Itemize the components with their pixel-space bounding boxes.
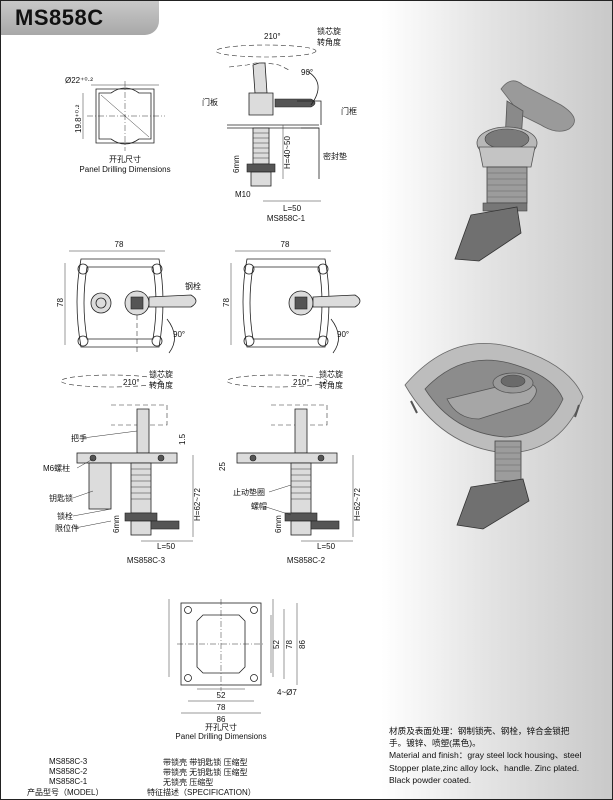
material-en-line-2: Stopper plate,zinc alloy lock、handle. Zi… [389, 762, 580, 773]
height-62-72-label-2: H=62~72 [353, 488, 362, 521]
model-ms858c-2-label: MS858C-2 [287, 556, 326, 565]
angle-90-label-2: 90° [173, 330, 185, 339]
height-40-50-label: H=40~50 [283, 136, 292, 169]
angle-210-label-2: 210° [123, 378, 140, 387]
model-row: MS858C-1 无锁壳 压缩型 [21, 777, 361, 787]
lock-angle-label-1: 锁芯旋 [317, 26, 341, 36]
lock-angle-label-6: 转角度 [319, 380, 343, 390]
six-mm-label-2: 6mm [112, 515, 121, 533]
drill-diameter-label: Ø22⁺⁰·² [65, 76, 93, 85]
material-finish-notes: 材质及表面处理：钢制锁壳、钢栓，锌合金锁把 手。镀锌、喷塑(黑色)。 Mater… [389, 725, 609, 786]
m10-label: M10 [235, 190, 251, 199]
model-spec: 带锁壳 无钥匙锁 压缩型 [163, 768, 248, 777]
panel-drilling-top: Ø22⁺⁰·² 19.8⁺⁰·² 开孔尺寸 Panel Drilling Dim… [65, 76, 171, 174]
six-mm-label-3: 6mm [274, 515, 283, 533]
holes-label: 4~Ø7 [277, 688, 297, 697]
nut-label: 螺帽 [251, 501, 267, 511]
drawing-ms858c-2: 210° 锁芯旋 转角度 25 H=62~72 6mm L=50 止动垫圈 螺帽… [218, 369, 362, 565]
bottom-86-label: 86 [217, 715, 226, 724]
panel-drilling-en-label: Panel Drilling Dimensions [79, 165, 170, 174]
outer-86-label: 86 [298, 640, 307, 649]
product-image-housing [404, 342, 584, 530]
model-table: MS858C-3 带锁壳 带钥匙锁 压缩型 MS858C-2 带锁壳 无钥匙锁 … [21, 757, 361, 798]
bottom-52-label: 52 [217, 691, 226, 700]
model-header-spec: 特征描述（SPECIFICATION） [147, 788, 256, 797]
angle-210-label: 210° [264, 32, 281, 41]
handle-label: 把手 [71, 433, 87, 443]
m6-stud-label: M6螺柱 [43, 463, 70, 473]
drawing-ms858c-1: 210° 锁芯旋 转角度 90° 门板 门框 密封垫 H=40~50 6mm M… [202, 26, 357, 223]
front-view-plain: 78 78 90° [222, 240, 361, 354]
model-ms858c-3-label: MS858C-3 [127, 556, 166, 565]
material-en-line-3: Black powder coated. [389, 774, 472, 785]
angle-90-label-3: 90° [337, 330, 349, 339]
material-cn-line-1: 材质及表面处理：钢制锁壳、钢栓，锌合金锁把 [389, 726, 570, 736]
panel-drilling-cn-label-2: 开孔尺寸 [205, 722, 237, 732]
key-lock-label: 钥匙锁 [49, 493, 73, 503]
inner-78-label: 78 [285, 640, 294, 649]
product-title: MS858C [15, 5, 104, 30]
model-code: MS858C-1 [49, 777, 88, 786]
length-50-label-2: L=50 [157, 542, 176, 551]
front-height-label-2: 78 [222, 298, 231, 307]
model-spec: 无锁壳 压缩型 [163, 778, 214, 787]
model-code: MS858C-3 [49, 757, 88, 766]
lock-angle-label-5: 锁芯旋 [319, 369, 343, 379]
length-50-label-1: L=50 [283, 204, 302, 213]
inner-52-label: 52 [272, 640, 281, 649]
seal-pad-label: 密封垫 [323, 151, 347, 161]
model-row: MS858C-3 带锁壳 带钥匙锁 压缩型 [21, 757, 361, 767]
drawing-ms858c-3: 210° 锁芯旋 转角度 1.5 H=62~72 6mm L=50 把手 M6螺… [43, 369, 202, 565]
length-50-label-3: L=50 [317, 542, 336, 551]
thickness-1-5-label: 1.5 [178, 433, 187, 445]
drill-height-label: 19.8⁺⁰·² [74, 104, 83, 133]
panel-drilling-en-label-2: Panel Drilling Dimensions [175, 732, 266, 741]
six-mm-label-1: 6mm [232, 155, 241, 173]
stop-pad-label: 止动垫圈 [233, 487, 265, 497]
angle-90-label-1: 90° [301, 68, 313, 77]
material-cn-line-2: 手。镀锌、喷塑(黑色)。 [389, 738, 481, 749]
limiter-label: 限位件 [55, 523, 79, 533]
front-width-label-1: 78 [115, 240, 124, 249]
height-62-72-label-1: H=62~72 [193, 488, 202, 521]
steel-bolt-label: 钢栓 [185, 281, 201, 291]
panel-drilling-bottom: 52 78 86 52 78 86 4~Ø7 开孔尺寸 Panel Drilli… [168, 599, 307, 741]
model-ms858c-1-label: MS858C-1 [267, 214, 306, 223]
front-view-keyed: 78 78 90° 钢栓 [56, 240, 201, 355]
lock-bolt-label: 锁栓 [57, 511, 73, 521]
bottom-78-label: 78 [217, 703, 226, 712]
lock-angle-label-4: 转角度 [149, 380, 173, 390]
angle-210-label-3: 210° [293, 378, 310, 387]
lock-angle-label-3: 锁芯旋 [149, 369, 173, 379]
title-tab: MS858C [1, 1, 159, 35]
panel-drilling-cn-label: 开孔尺寸 [109, 154, 141, 164]
lock-angle-label-2: 转角度 [317, 37, 341, 47]
product-image-t-handle [454, 80, 575, 262]
door-panel-label: 门板 [202, 97, 218, 107]
model-header-code: 产品型号（MODEL） [27, 788, 104, 797]
model-row: MS858C-2 带锁壳 无钥匙锁 压缩型 [21, 767, 361, 777]
model-table-header: 产品型号（MODEL） 特征描述（SPECIFICATION） [21, 787, 361, 798]
model-spec: 带锁壳 带钥匙锁 压缩型 [163, 758, 248, 767]
material-en-line-1: Material and finish：gray steel lock hous… [389, 750, 582, 761]
front-height-label-1: 78 [56, 298, 65, 307]
model-code: MS858C-2 [49, 767, 88, 776]
front-width-label-2: 78 [281, 240, 290, 249]
door-frame-label: 门框 [341, 106, 357, 116]
depth-25-label: 25 [218, 462, 227, 471]
